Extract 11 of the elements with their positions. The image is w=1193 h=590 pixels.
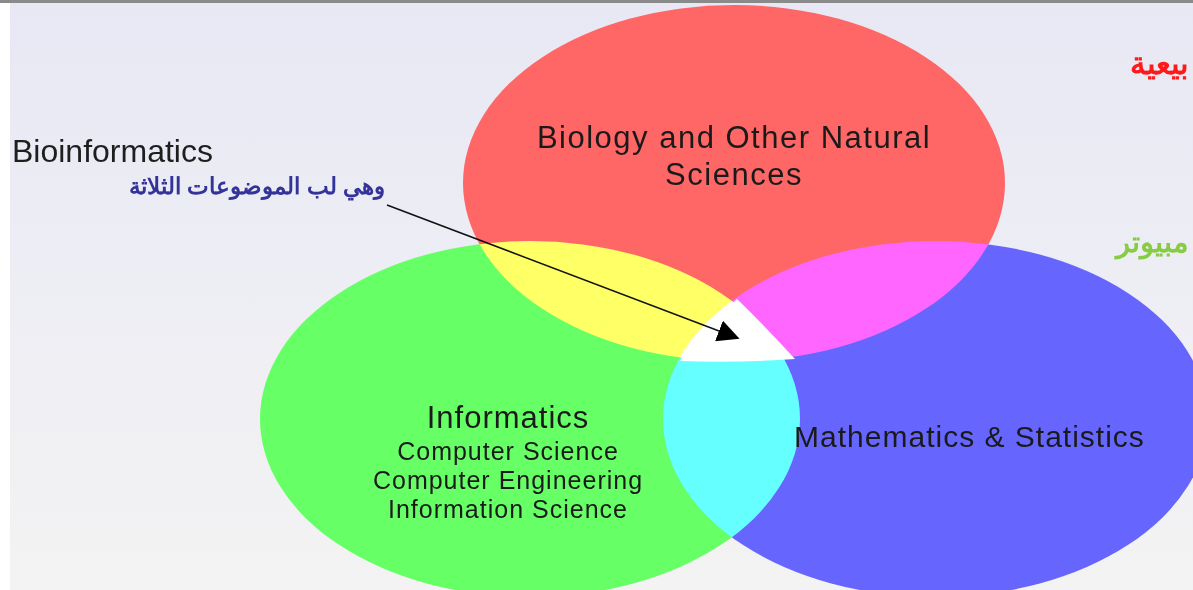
arabic-note: وهي لب الموضوعات الثلاثة <box>128 173 385 200</box>
circle-title: Biology and Other Natural Sciences <box>535 119 933 193</box>
circle-subtitle: Computer Science <box>397 437 619 466</box>
circle-subtitle: Information Science <box>388 495 628 524</box>
arabic-side-label: بيعية <box>1130 45 1189 82</box>
leader-arrow <box>386 204 740 342</box>
arabic-side-label: مبيوتر <box>1116 225 1189 259</box>
circle-title: Informatics <box>425 399 591 437</box>
center-overlap-region <box>680 299 795 361</box>
circle-subtitle: Computer Engineering <box>372 466 644 495</box>
term-label: Bioinformatics <box>12 133 213 170</box>
